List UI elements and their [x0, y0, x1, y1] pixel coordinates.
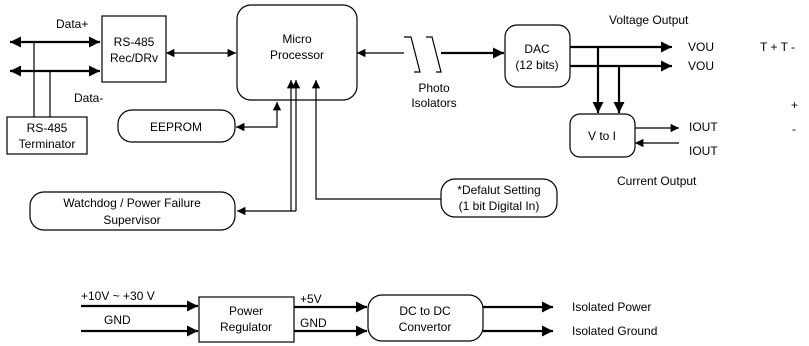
default-setting-label-1: *Defalut Setting [457, 183, 540, 197]
photo-label-2: Isolators [411, 96, 456, 110]
power-regulator-box [198, 296, 295, 343]
isolated-ground-label: Isolated Ground [572, 324, 657, 338]
rs485-terminator-box [6, 116, 88, 155]
dcdc-label-1: DC to DC [399, 304, 451, 318]
terminator-label-1: RS-485 [27, 121, 68, 135]
v-to-i-label: V to I [588, 129, 616, 143]
rs485-label-2: Rec/DRv [110, 51, 158, 65]
plus-label: + [791, 98, 798, 112]
v-to-i-box [569, 113, 636, 158]
vou2-label: VOU [688, 59, 714, 73]
minus-label: - [792, 122, 796, 136]
iout2-label: IOUT [689, 144, 718, 158]
current-output-label: Current Output [617, 174, 697, 188]
isolated-power-label: Isolated Power [572, 300, 651, 314]
watchdog-box [29, 191, 236, 231]
power-in-label: +10V ~ +30 V [81, 289, 155, 303]
default-setting-box [440, 178, 558, 218]
iout1-label: IOUT [689, 120, 718, 134]
default-setting-label-2: (1 bit Digital In) [459, 199, 540, 213]
gnd-mid-label: GND [300, 316, 327, 330]
dac-label-2: (12 bits) [515, 58, 558, 72]
voltage-output-label: Voltage Output [609, 13, 689, 27]
dcdc-label-2: Convertor [399, 320, 452, 334]
photo-label-1: Photo [418, 81, 450, 95]
rs485-transceiver-box [101, 15, 167, 83]
eeprom-box [117, 109, 236, 143]
watchdog-label-2: Supervisor [103, 213, 160, 227]
regulator-label-1: Power [229, 304, 263, 318]
gnd-in-label: GND [104, 313, 131, 327]
micro-label-2: Processor [270, 48, 324, 62]
eeprom-label: EEPROM [150, 120, 202, 134]
plus5v-label: +5V [300, 292, 322, 306]
default-setting-link [311, 80, 441, 200]
t-label: T + T - [760, 40, 795, 54]
rs485-label-1: RS-485 [114, 35, 155, 49]
dac-label-1: DAC [524, 42, 550, 56]
dac-box [504, 24, 571, 88]
micro-label-1: Micro [282, 32, 312, 46]
eeprom-link [236, 102, 282, 132]
data-plus-label: Data+ [56, 17, 88, 31]
terminator-label-2: Terminator [19, 137, 76, 151]
dc-dc-converter-box [367, 294, 484, 342]
data-minus-label: Data- [74, 91, 103, 105]
photo-isolator-left [404, 36, 421, 73]
regulator-label-2: Regulator [220, 320, 272, 334]
photo-isolator-right [426, 36, 442, 73]
vou1-label: VOU [688, 40, 714, 54]
watchdog-label-1: Watchdog / Power Failure [63, 196, 201, 210]
